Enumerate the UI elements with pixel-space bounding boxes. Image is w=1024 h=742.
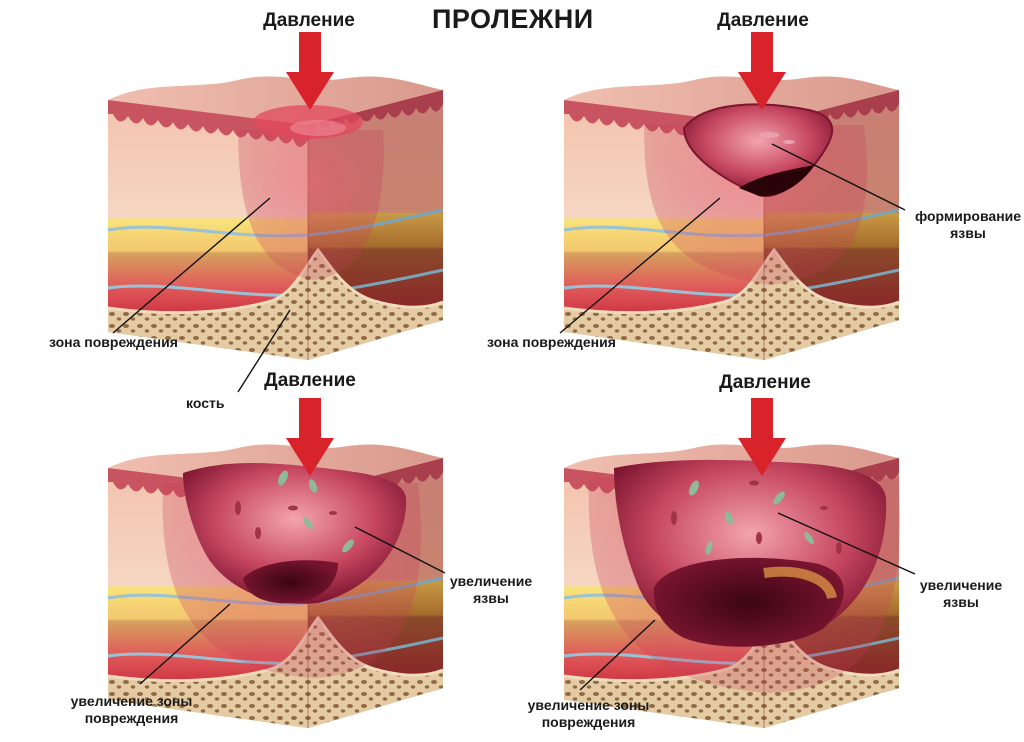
- label-damage-growth-3: увеличение зоны повреждения: [70, 693, 193, 726]
- label-damage-growth-4: увеличение зоны повреждения: [527, 697, 650, 730]
- panel-2: [562, 74, 901, 362]
- ulcer-crater-3: [183, 463, 407, 604]
- leader-lines: [112, 143, 916, 691]
- panel-1: [106, 74, 445, 362]
- damage-zone-1: [238, 130, 384, 280]
- panel-4: [562, 442, 901, 730]
- label-damage-zone-1: зона повреждения: [49, 334, 178, 350]
- pressure-label-2: Давление: [717, 10, 809, 31]
- page-title: ПРОЛЕЖНИ: [432, 4, 594, 34]
- label-ulcer-forming: формирование язвы: [914, 208, 1022, 241]
- pressure-label-3: Давление: [264, 370, 356, 391]
- label-ulcer-growth-3: увеличение язвы: [449, 573, 533, 606]
- pressure-label-1: Давление: [263, 10, 355, 31]
- label-ulcer-growth-4: увеличение язвы: [919, 577, 1003, 610]
- pressure-label-4: Давление: [719, 372, 811, 393]
- label-damage-zone-2: зона повреждения: [487, 334, 616, 350]
- panel-3: [106, 442, 445, 730]
- label-bone: кость: [186, 395, 225, 411]
